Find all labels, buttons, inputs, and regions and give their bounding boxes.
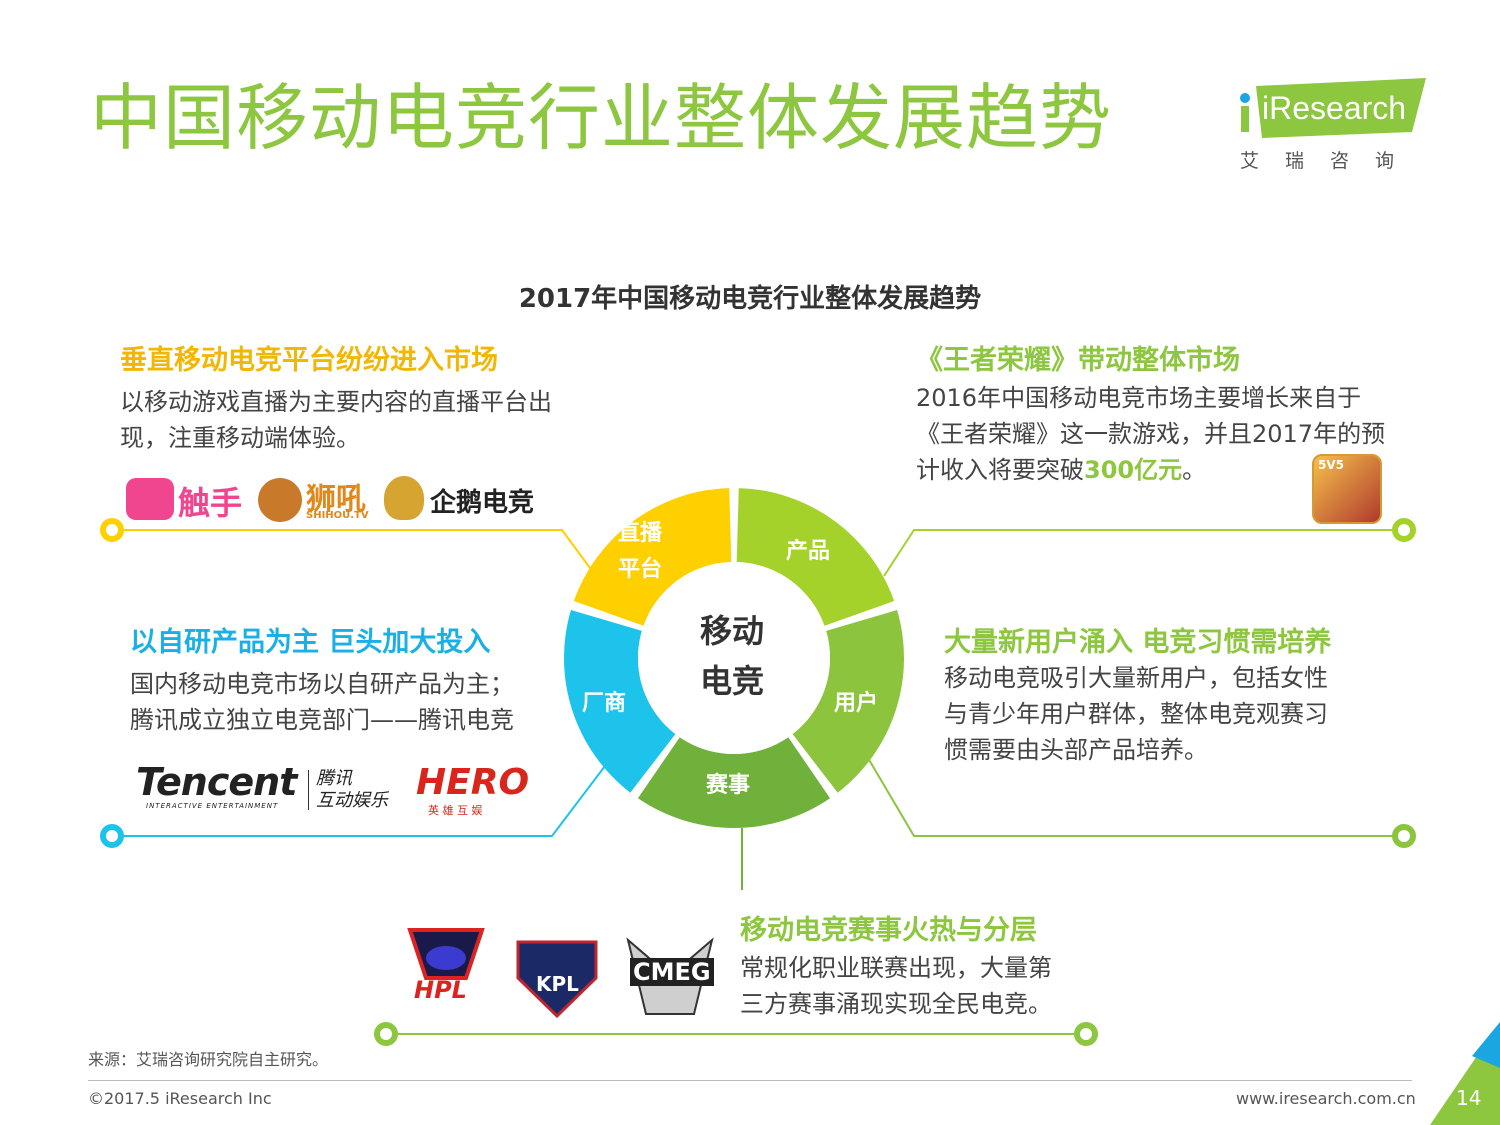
section-body-users: 移动电竞吸引大量新用户，包括女性 与青少年用户群体，整体电竞观赛习 惯需要由头部… [944,664,1328,764]
segment-label-live-platform: 直播 平台 [618,521,663,582]
tencent-logo-text: Tencent [136,760,297,804]
donut-center-label: 移动 电竞 [680,606,784,706]
source-note: 来源：艾瑞咨询研究院自主研究。 [88,1050,329,1069]
qie-logo-text: 企鹅电竞 [430,488,535,518]
donut-diagram [564,488,904,828]
cmeg-logo: CMEG [624,936,716,1016]
footer-divider [88,1080,1412,1081]
game-app-icon: 5V5 [1312,454,1382,524]
center-line2: 电竞 [699,662,764,700]
endpoint-mid-right [1392,824,1416,848]
tencent-logo-cn: 腾讯 互动娱乐 [316,768,388,811]
revenue-highlight: 300亿元 [1084,456,1183,484]
endpoint-bottom-right [1074,1022,1098,1046]
center-line1: 移动 [699,612,764,650]
segment-live-platform [573,488,732,626]
qie-logo-icon [384,476,424,520]
segment-events [637,737,831,828]
section-title-vendors: 以自研产品为主 巨头加大投入 [130,627,491,658]
section-title-platforms: 垂直移动电竞平台纷纷进入市场 [120,345,498,376]
hero-logo-sub: 英 雄 互 娱 [428,804,483,817]
section-body-honor-of-kings: 2016年中国移动电竞市场主要增长来自于 《王者荣耀》这一款游戏，并且2017年… [916,384,1386,484]
segment-user [792,610,904,793]
connector-mid-left [112,761,609,837]
hpl-logo: HPL [396,924,496,1010]
endpoint-top-left [100,518,124,542]
section-title-honor-of-kings: 《王者荣耀》带动整体市场 [916,345,1240,376]
kpl-logo: KPL [510,934,604,1019]
chushou-logo-icon [126,478,174,520]
tencent-logo-sub: INTERACTIVE ENTERTAINMENT [146,802,279,810]
page-title: 中国移动电竞行业整体发展趋势 [90,76,1113,160]
hero-logo-text: HERO [416,762,530,803]
endpoint-top-right [1392,518,1416,542]
shihou-logo-text: 狮吼 [306,482,366,517]
segment-label-product: 产品 [786,539,831,564]
website-link[interactable]: www.iresearch.com.cn [1236,1089,1416,1108]
copyright: ©2017.5 iResearch Inc [88,1089,272,1108]
section-body-events: 常规化职业联赛出现，大量第 三方赛事涌现实现全民电竞。 [740,954,1052,1018]
shihou-logo-icon [258,478,302,522]
section-title-users: 大量新用户涌入 电竞习惯需培养 [944,627,1332,658]
segment-label-user: 用户 [834,691,879,716]
section-title-events: 移动电竞赛事火热与分层 [740,915,1037,946]
tencent-logo-divider [308,770,309,810]
iresearch-logo: iResearch [1236,78,1432,178]
shihou-logo-sub: SHIHOU.TV [306,510,369,521]
chushou-logo-text: 触手 [178,484,243,522]
diagram-subtitle: 2017年中国移动电竞行业整体发展趋势 [518,284,982,314]
connector-mid-right [867,757,1402,837]
endpoint-bottom-left [374,1022,398,1046]
segment-vendor [564,610,676,793]
connector-top-right [883,529,1402,577]
logo-text: iResearch [1262,90,1407,126]
segment-label-vendor: 厂商 [582,691,627,716]
segment-label-events: 赛事 [706,773,751,798]
connector-top-left [112,529,591,569]
section-body-platforms: 以移动游戏直播为主要内容的直播平台出 现，注重移动端体验。 [120,388,552,452]
corner-decoration [1430,1022,1500,1125]
section-body-vendors: 国内移动电竞市场以自研产品为主； 腾讯成立独立电竞部门——腾讯电竞 [130,670,514,734]
page-number: 14 [1456,1086,1482,1110]
endpoint-mid-left [100,824,124,848]
logo-subtitle: 艾瑞咨询 [1240,150,1421,172]
segment-product [736,488,895,626]
